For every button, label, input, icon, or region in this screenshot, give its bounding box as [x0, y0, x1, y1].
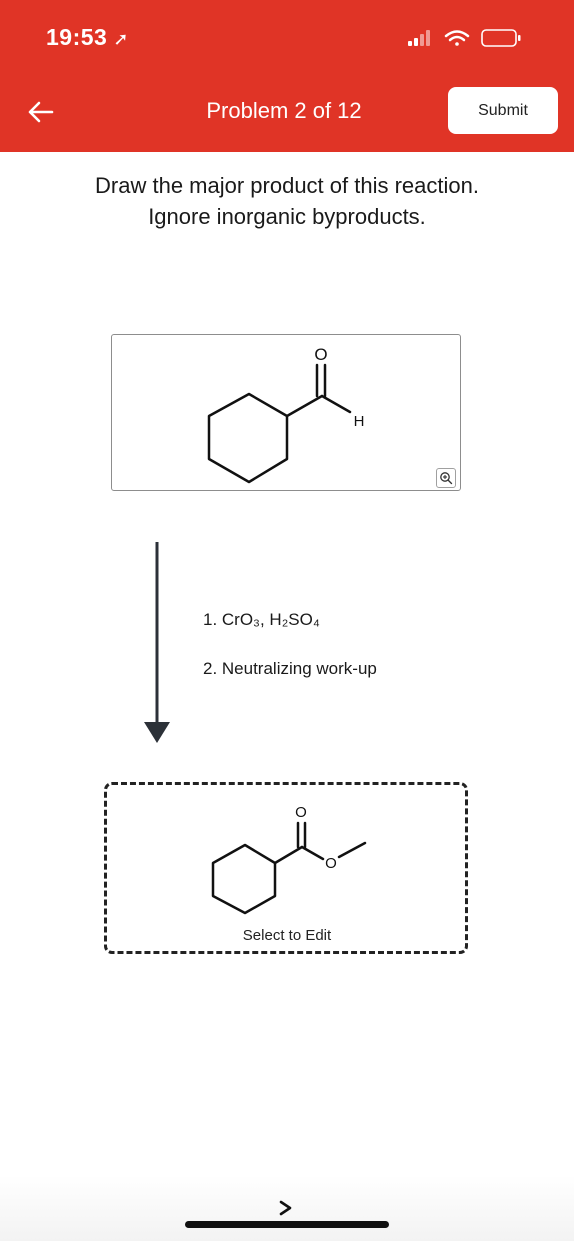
zoom-button[interactable]	[436, 468, 456, 488]
atom-hydrogen-label: H	[354, 413, 365, 430]
answer-ring-to-carbonyl-bond	[273, 845, 304, 865]
status-time: 19:53➚	[46, 24, 129, 51]
answer-drawing-area[interactable]: O O Select to Edit	[104, 782, 468, 954]
prompt-line-2: Ignore inorganic byproducts.	[148, 204, 426, 229]
cyclohexanecarbaldehyde-structure: O H	[207, 345, 365, 484]
top-bar: 19:53➚ Problem 2 of 12 Submit	[0, 0, 574, 152]
aldehyde-h-bond	[320, 394, 352, 414]
zoom-in-icon	[440, 472, 453, 485]
answer-ester-o-bond	[300, 845, 325, 861]
atom-oxygen-label: O	[314, 345, 327, 364]
methyl-ester-structure: O O	[211, 804, 367, 915]
ring-to-carbonyl-bond	[285, 394, 324, 418]
battery-icon	[481, 29, 521, 47]
condition-step-2: 2. Neutralizing work-up	[203, 659, 377, 678]
chevron-right-icon[interactable]	[273, 1196, 301, 1218]
question-prompt: Draw the major product of this reaction.…	[0, 170, 574, 232]
submit-button[interactable]: Submit	[448, 87, 558, 134]
cyclohexane-ring	[207, 392, 289, 484]
cellular-signal-icon	[408, 30, 430, 46]
answer-cyclohexane-ring	[211, 843, 277, 915]
select-to-edit-label: Select to Edit	[242, 927, 332, 944]
bottom-toolbar	[0, 1175, 574, 1241]
page-title: Problem 2 of 12	[206, 98, 362, 123]
back-arrow-icon[interactable]	[22, 92, 62, 132]
answer-carbonyl-oxygen-label: O	[295, 804, 307, 821]
status-time-text: 19:53	[46, 24, 108, 50]
prompt-line-1: Draw the major product of this reaction.	[95, 173, 479, 198]
location-arrow-icon: ➚	[113, 29, 129, 49]
wifi-icon	[444, 30, 470, 46]
home-indicator	[185, 1221, 389, 1228]
condition-step-1: 1. CrO₃, H₂SO₄	[203, 610, 320, 629]
status-icons	[408, 29, 521, 47]
reactant-structure-box: O H	[111, 334, 461, 491]
reaction-arrow	[144, 542, 170, 743]
answer-methyl-bond	[337, 841, 367, 859]
answer-ester-oxygen-label: O	[325, 855, 337, 872]
